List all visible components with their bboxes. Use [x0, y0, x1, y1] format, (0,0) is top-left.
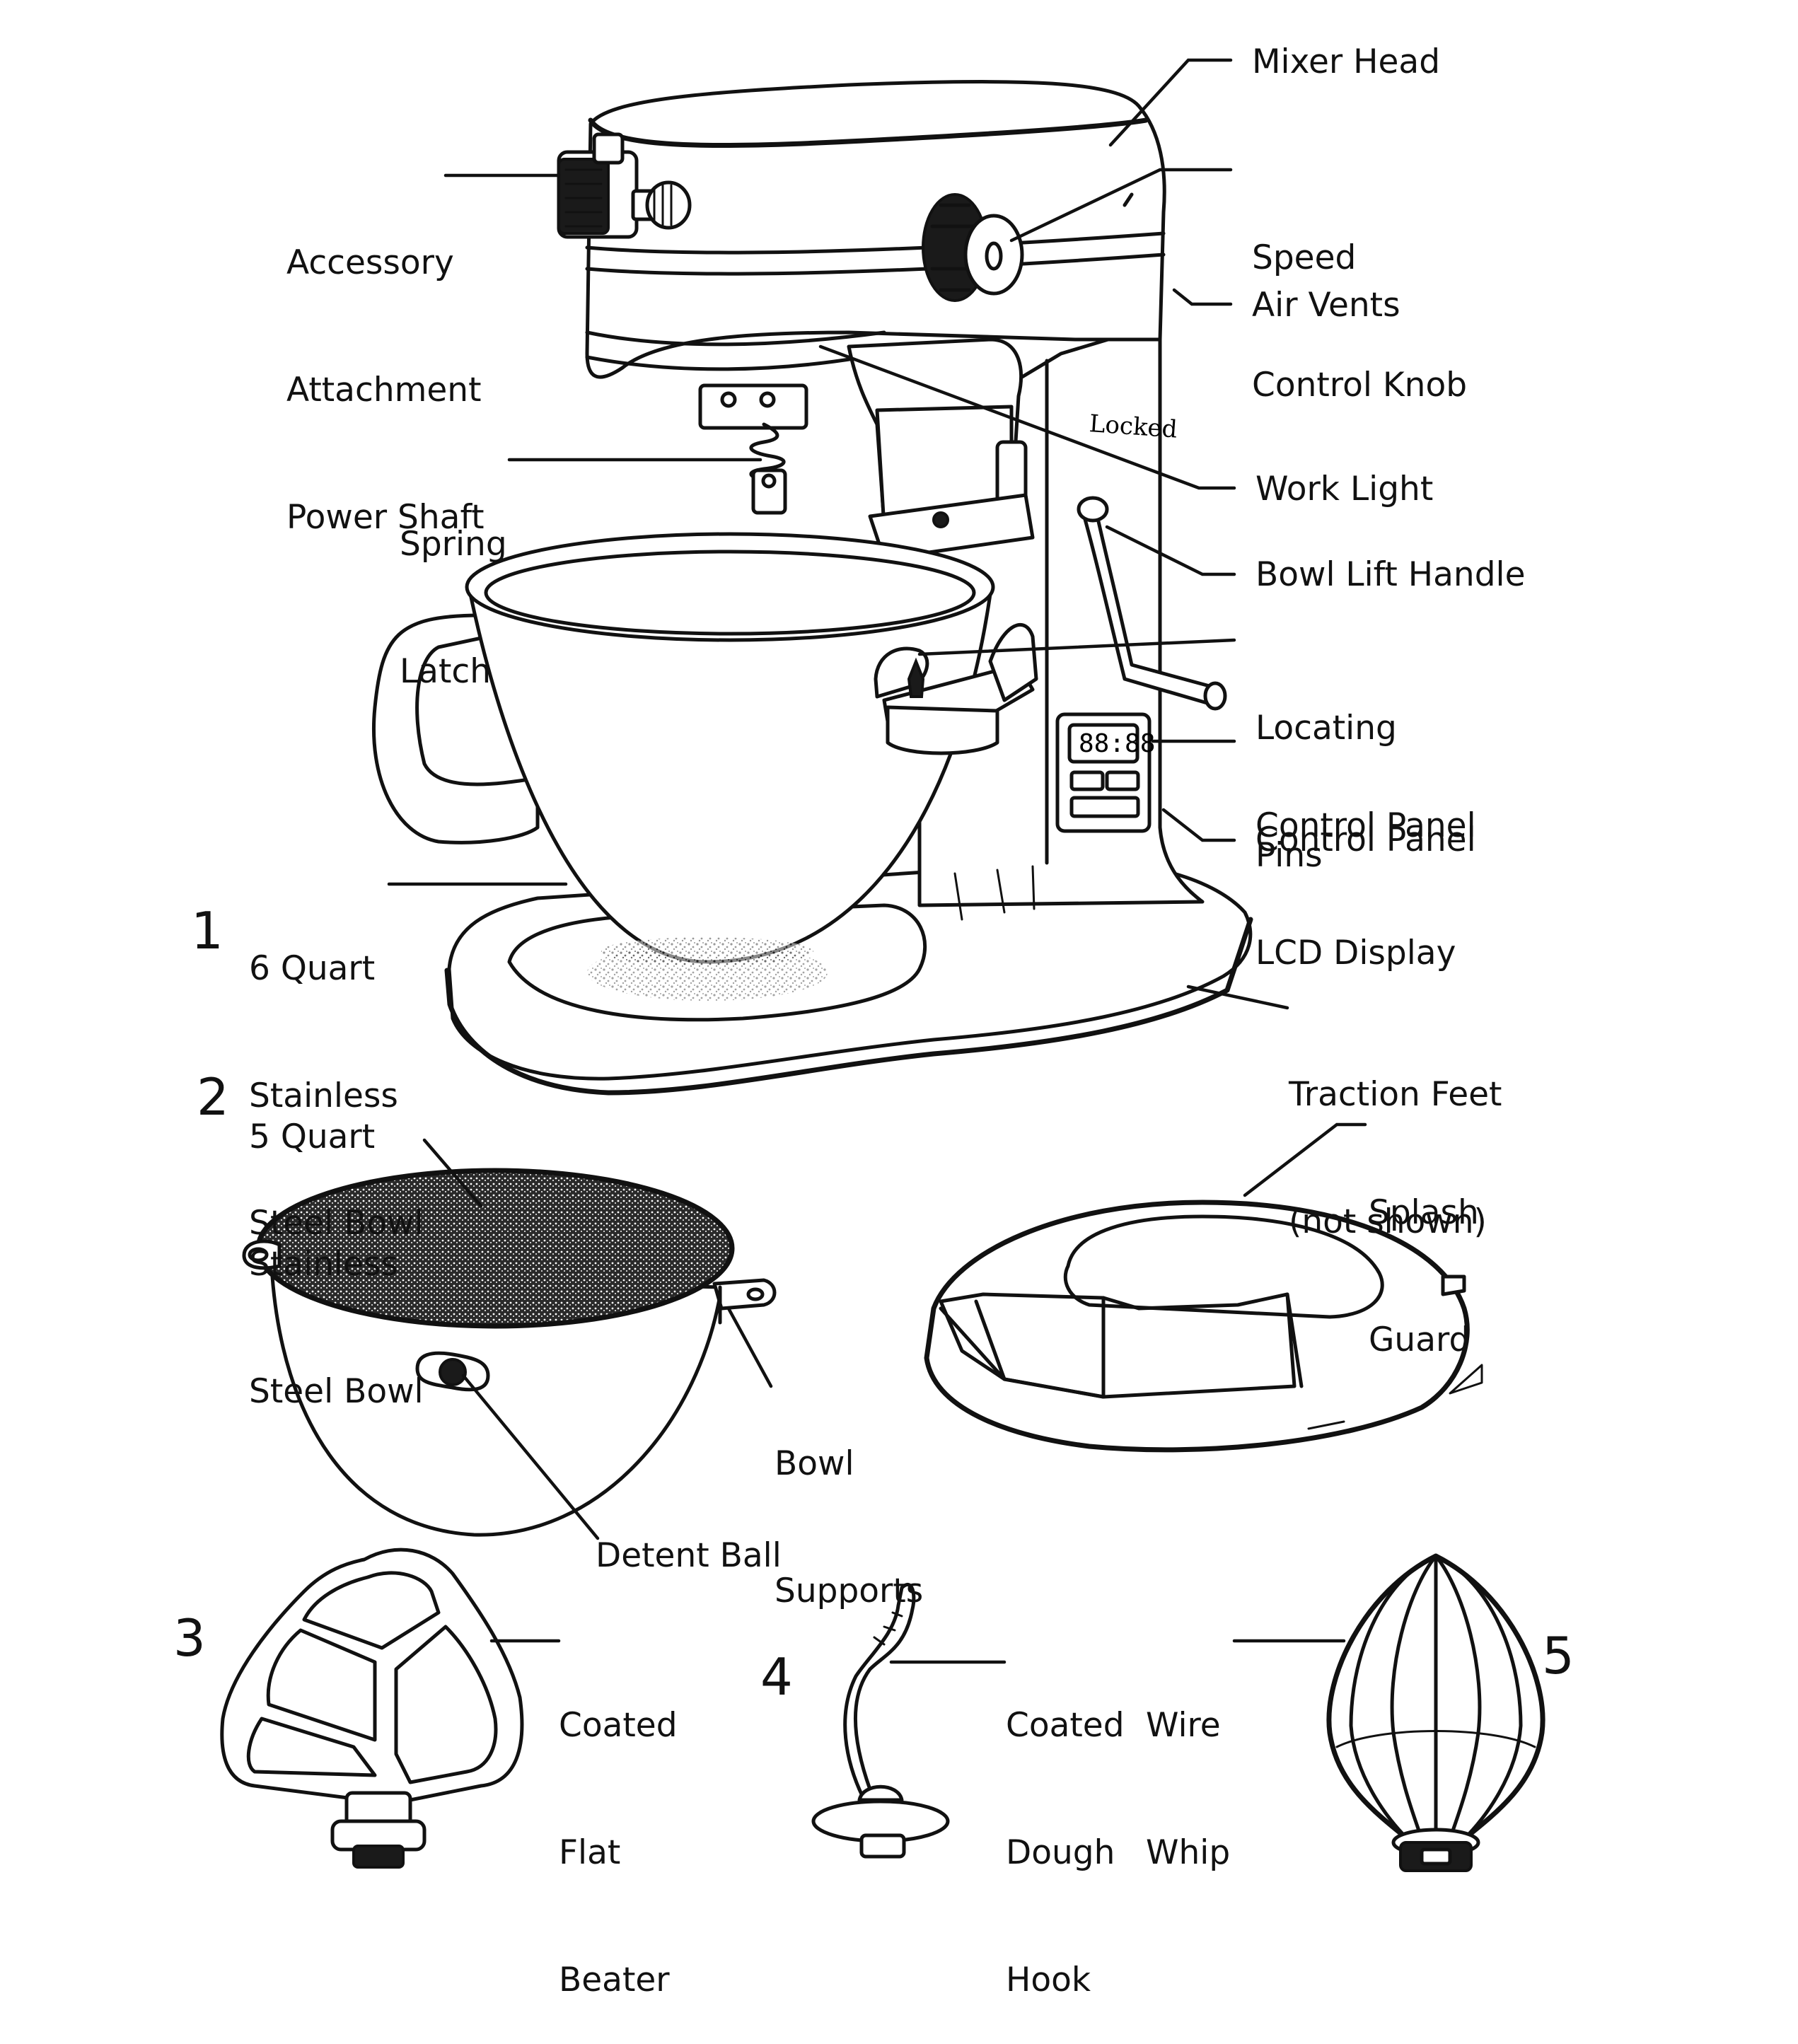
label-speed-control-knob-line-1: Speed: [1252, 238, 1357, 277]
label-bowl-supports: Bowl Supports: [775, 1358, 923, 1655]
label-five-quart-line-2: Stainless: [249, 1245, 398, 1284]
beater-shaft-spring-latch: [698, 383, 808, 515]
label-bowl-lift-handle: Bowl Lift Handle: [1255, 555, 1526, 594]
label-control-panel: Control Panel: [1255, 820, 1476, 859]
label-wire-whip: Wire Whip: [1146, 1620, 1230, 1917]
label-lcd-line-2: LCD Display: [1255, 934, 1456, 972]
label-work-light: Work Light: [1255, 470, 1434, 509]
label-five-quart-line-1: 5 Quart: [249, 1117, 376, 1156]
label-flat-beater-line-3: Beater: [559, 1961, 670, 1999]
bowl-lift-carriage: [847, 337, 1035, 561]
label-mixer-head: Mixer Head: [1252, 42, 1441, 81]
label-six-quart-bowl: 6 Quart Stainless Steel Bowl: [249, 863, 424, 1287]
label-splash-guard-line-2: Guard: [1369, 1320, 1471, 1359]
part-number-4: 4: [760, 1647, 793, 1707]
mixer-badge-text: Locked: [1089, 410, 1178, 444]
accessory-attachment-hub: [557, 132, 692, 239]
coated-dough-hook: [811, 1583, 950, 1859]
label-lcd-line-1: Control Panel: [1255, 806, 1476, 845]
stand-mixer: Locked 88:88: [372, 79, 1253, 1096]
label-control-panel-lcd: Control Panel LCD Display: [1255, 720, 1476, 1017]
label-six-quart-line-1: 6 Quart: [249, 949, 376, 988]
part-number-1: 1: [191, 901, 224, 960]
six-quart-bowl: [372, 532, 1038, 965]
label-splash-guard-line-1: Splash: [1369, 1193, 1479, 1232]
label-bowl-supports-line-1: Bowl: [775, 1444, 854, 1483]
coated-flat-beater: [220, 1547, 524, 1869]
stand-mixer-parts-diagram: Locked 88:88: [220, 58, 1545, 1872]
label-five-quart-line-3: Steel Bowl: [249, 1372, 424, 1411]
label-flat-beater: Coated Flat Beater: [559, 1620, 678, 2044]
label-spring-latch-line-2: Latch: [400, 652, 492, 691]
control-panel: [1055, 712, 1152, 833]
label-air-vents: Air Vents: [1252, 286, 1400, 325]
label-spring-latch: Spring Latch: [400, 439, 507, 736]
part-number-3: 3: [173, 1608, 206, 1668]
label-spring-latch-line-1: Spring: [400, 525, 507, 564]
label-speed-control-knob-line-2: Control Knob: [1252, 366, 1468, 405]
label-five-quart-bowl: 5 Quart Stainless Steel Bowl: [249, 1031, 424, 1456]
label-detent-ball: Detent Ball: [596, 1536, 782, 1575]
label-speed-control-knob: Speed Control Knob: [1252, 152, 1467, 449]
label-dough-hook: Coated Dough Hook: [1006, 1620, 1125, 2044]
part-number-5: 5: [1542, 1626, 1574, 1685]
part-number-2: 2: [197, 1067, 229, 1127]
label-accessory-line-2: Attachment: [286, 371, 482, 410]
label-flat-beater-line-1: Coated: [559, 1706, 678, 1745]
label-traction-feet-line-2: (not shown): [1289, 1202, 1487, 1241]
label-splash-guard: Splash Guard: [1369, 1107, 1479, 1404]
label-dough-hook-line-2: Dough: [1006, 1833, 1115, 1872]
label-locating-pins: Locating Pins: [1255, 622, 1397, 919]
label-accessory-line-1: Accessory: [286, 243, 454, 282]
speed-control-knob: [922, 193, 1024, 302]
label-bowl-supports-line-2: Supports: [775, 1572, 924, 1610]
bowl-lift-handle: [1077, 496, 1227, 711]
label-wire-whip-line-2: Whip: [1146, 1833, 1231, 1872]
label-wire-whip-line-1: Wire: [1146, 1706, 1221, 1745]
mixer-head: [585, 79, 1166, 379]
label-dough-hook-line-3: Hook: [1006, 1961, 1091, 1999]
lcd-readout: 88:88: [1079, 729, 1155, 758]
label-traction-feet-line-1: Traction Feet: [1289, 1075, 1502, 1114]
label-six-quart-line-3: Steel Bowl: [249, 1204, 424, 1243]
label-traction-feet: Traction Feet (not shown): [1289, 989, 1502, 1286]
five-quart-bowl: [242, 1168, 777, 1537]
label-flat-beater-line-2: Flat: [559, 1833, 621, 1872]
label-six-quart-line-2: Stainless: [249, 1076, 398, 1115]
leader-lines: [387, 58, 1367, 1664]
label-locating-pins-line-1: Locating: [1255, 709, 1397, 748]
splash-guard: [924, 1200, 1483, 1453]
label-locating-pins-line-2: Pins: [1255, 836, 1323, 875]
label-accessory-line-3: Power Shaft: [286, 498, 485, 537]
label-accessory-power-shaft: Accessory Attachment Power Shaft: [286, 157, 485, 581]
wire-whip: [1326, 1553, 1545, 1872]
label-dough-hook-line-1: Coated: [1006, 1706, 1125, 1745]
